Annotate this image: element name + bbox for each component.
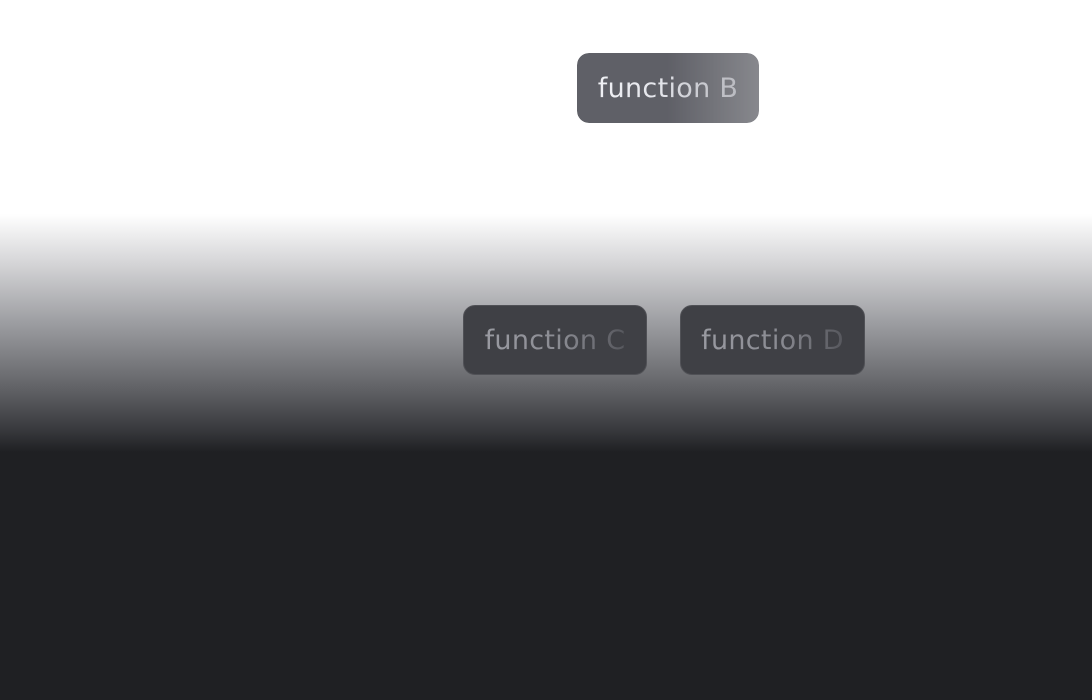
function-d-node[interactable]: function D	[680, 305, 865, 375]
function-b-node[interactable]: function B	[577, 53, 759, 123]
function-b-label: function B	[597, 72, 739, 104]
function-c-label: function C	[484, 324, 626, 356]
function-c-node[interactable]: function C	[463, 305, 647, 375]
function-d-label: function D	[701, 324, 844, 356]
